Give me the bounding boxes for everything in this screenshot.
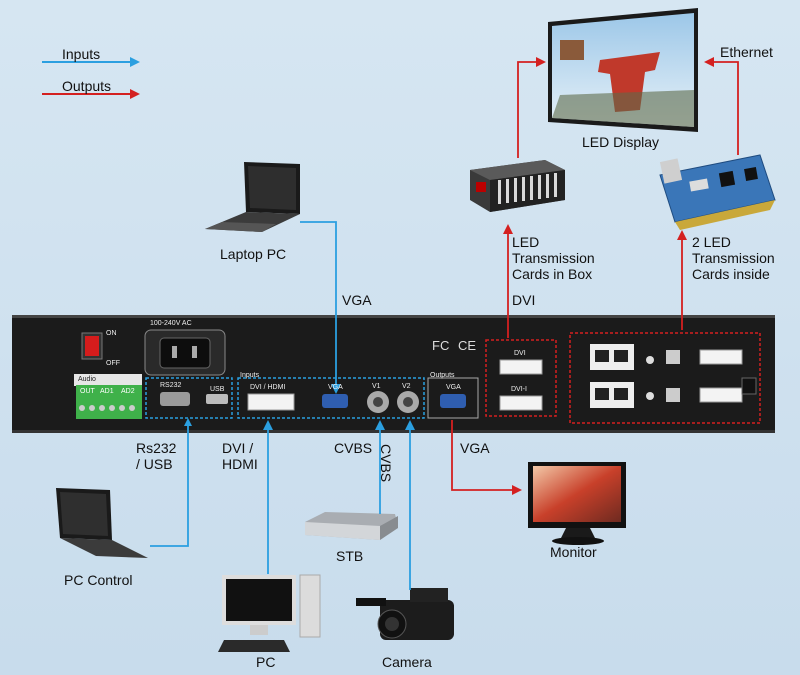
panel-v1-label: V1 [372,383,381,390]
line-pc-control-rs232 [150,420,189,547]
transmission-card-image [659,154,776,230]
monitor-image [528,462,626,545]
led-cards-box-image [470,160,565,212]
camera-label: Camera [382,654,432,670]
legend-inputs-label: Inputs [62,46,101,62]
desktop-pc-image [218,574,321,652]
pc-control-label: PC Control [64,572,133,588]
cards-box-label-2: Transmission [512,250,595,266]
cards-box-label-3: Cards in Box [512,266,593,282]
dvi-hdmi-label-2: HDMI [222,456,258,472]
device-panel [12,315,775,433]
stb-label: STB [336,548,364,564]
panel-outputs-label: Outputs [430,372,455,379]
panel-vga-out-label: VGA [446,384,461,391]
led-display-image [548,8,698,132]
dvi-output-label: DVI [512,292,536,308]
panel-usb-label: USB [210,386,225,393]
cvbs-label-1: CVBS [334,440,373,456]
panel-ad2-label: AD2 [121,388,135,395]
panel-off-label: OFF [106,360,120,367]
panel-v2-label: V2 [402,383,411,390]
cards-inside-label-2: Transmission [692,250,775,266]
panel-out-label: OUT [80,388,95,395]
pc-label: PC [256,654,276,670]
monitor-label: Monitor [550,544,597,560]
stb-image [305,512,398,540]
dvi-hdmi-label-1: DVI / [222,440,254,456]
line-vga-monitor [451,420,522,495]
rs232-label-1: Rs232 [136,440,177,456]
panel-audio-label: Audio [78,376,96,383]
panel-power-rating: 100-240V AC [150,320,192,327]
ethernet-label: Ethernet [720,44,773,60]
panel-inputs-label: Inputs [240,372,260,379]
cvbs-label-2: CVBS [378,444,394,483]
line-laptop-vga [300,221,341,394]
panel-vga-label: VGA [328,384,343,391]
pc-control-laptop-image [56,488,148,558]
panel-dvi-hdmi-label: DVI / HDMI [250,384,286,391]
vga-input-label: VGA [342,292,372,308]
camera-image [356,588,454,640]
cards-box-label-1: LED [512,234,540,250]
vga-output-label: VGA [460,440,490,456]
panel-ad1-label: AD1 [100,388,114,395]
laptop-pc-image [205,162,300,232]
panel-dvi-i-label: DVI-I [511,386,527,393]
line-card-ethernet [704,57,739,155]
line-cardsbox-display [517,57,546,158]
panel-on-label: ON [106,330,117,337]
rs232-label-2: / USB [136,456,173,472]
cards-inside-label-1: 2 LED [692,234,731,250]
laptop-pc-label: Laptop PC [220,246,287,262]
panel-dvi-label: DVI [514,350,526,357]
panel-ce-mark: CE [458,338,477,353]
cards-inside-label-3: Cards inside [692,266,770,282]
panel-fc-mark: FC [432,338,450,353]
led-display-label: LED Display [582,134,660,150]
legend-outputs-label: Outputs [62,78,112,94]
panel-rs232-label: RS232 [160,382,182,389]
